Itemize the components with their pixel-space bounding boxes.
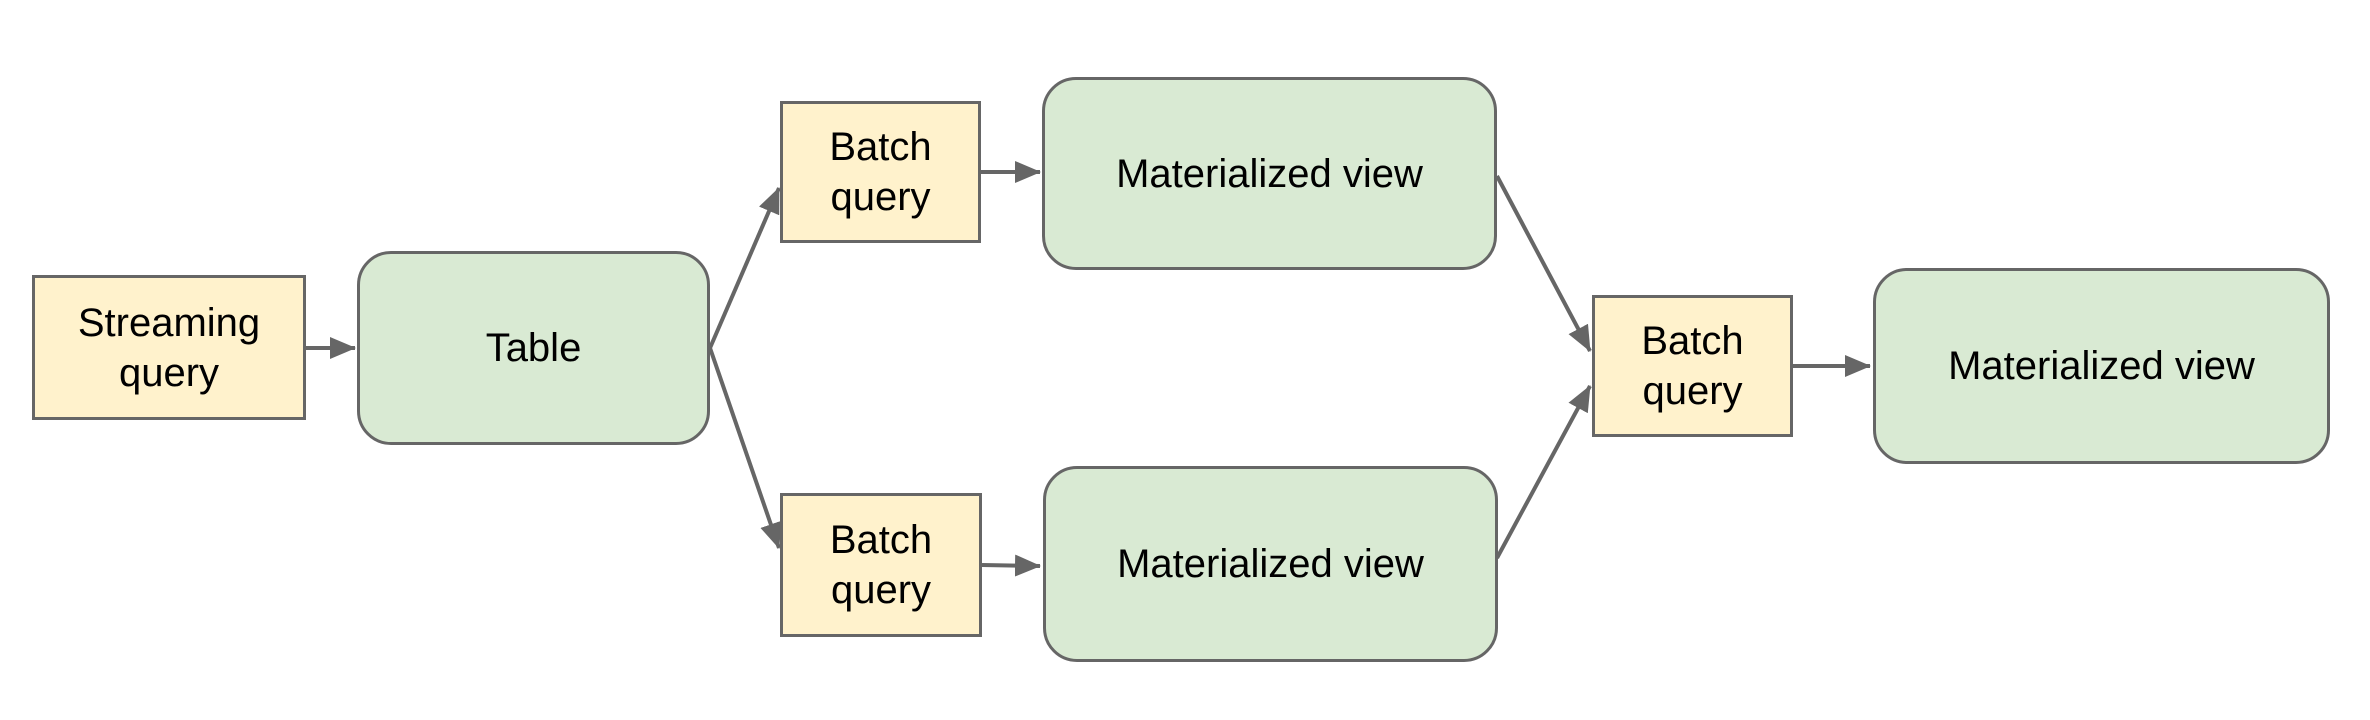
node-batch-query-bottom-label: Batch query (829, 518, 933, 612)
node-batch-query-top-label: Batch query (829, 125, 932, 219)
node-materialized-view-top-label: Materialized view (1116, 151, 1423, 196)
node-table[interactable]: Table (357, 251, 710, 445)
node-streaming-query[interactable]: Streaming query (32, 275, 306, 420)
node-streaming-query-label: Streaming query (77, 300, 261, 395)
node-batch-query-right-label: Batch query (1641, 319, 1744, 413)
node-table-label: Table (485, 326, 582, 370)
edge-table-to-batch-query-bottom (708, 347, 782, 549)
node-materialized-view-bottom[interactable]: Materialized view (1043, 466, 1498, 662)
node-materialized-view-right-label: Materialized view (1948, 344, 2255, 388)
node-batch-query-right[interactable]: Batch query (1592, 295, 1793, 437)
edge-batch-query-bottom-to-materialized-view-bottom (981, 554, 1041, 577)
node-batch-query-top[interactable]: Batch query (780, 101, 981, 243)
edge-materialized-view-bottom-to-batch-query-right (1495, 385, 1592, 559)
node-materialized-view-top[interactable]: Materialized view (1042, 77, 1497, 270)
node-materialized-view-bottom-label: Materialized view (1117, 542, 1424, 586)
edge-table-to-batch-query-top (708, 187, 781, 349)
node-batch-query-bottom[interactable]: Batch query (780, 493, 982, 637)
node-materialized-view-right[interactable]: Materialized view (1873, 268, 2330, 464)
edge-materialized-view-top-to-batch-query-right (1495, 175, 1592, 352)
